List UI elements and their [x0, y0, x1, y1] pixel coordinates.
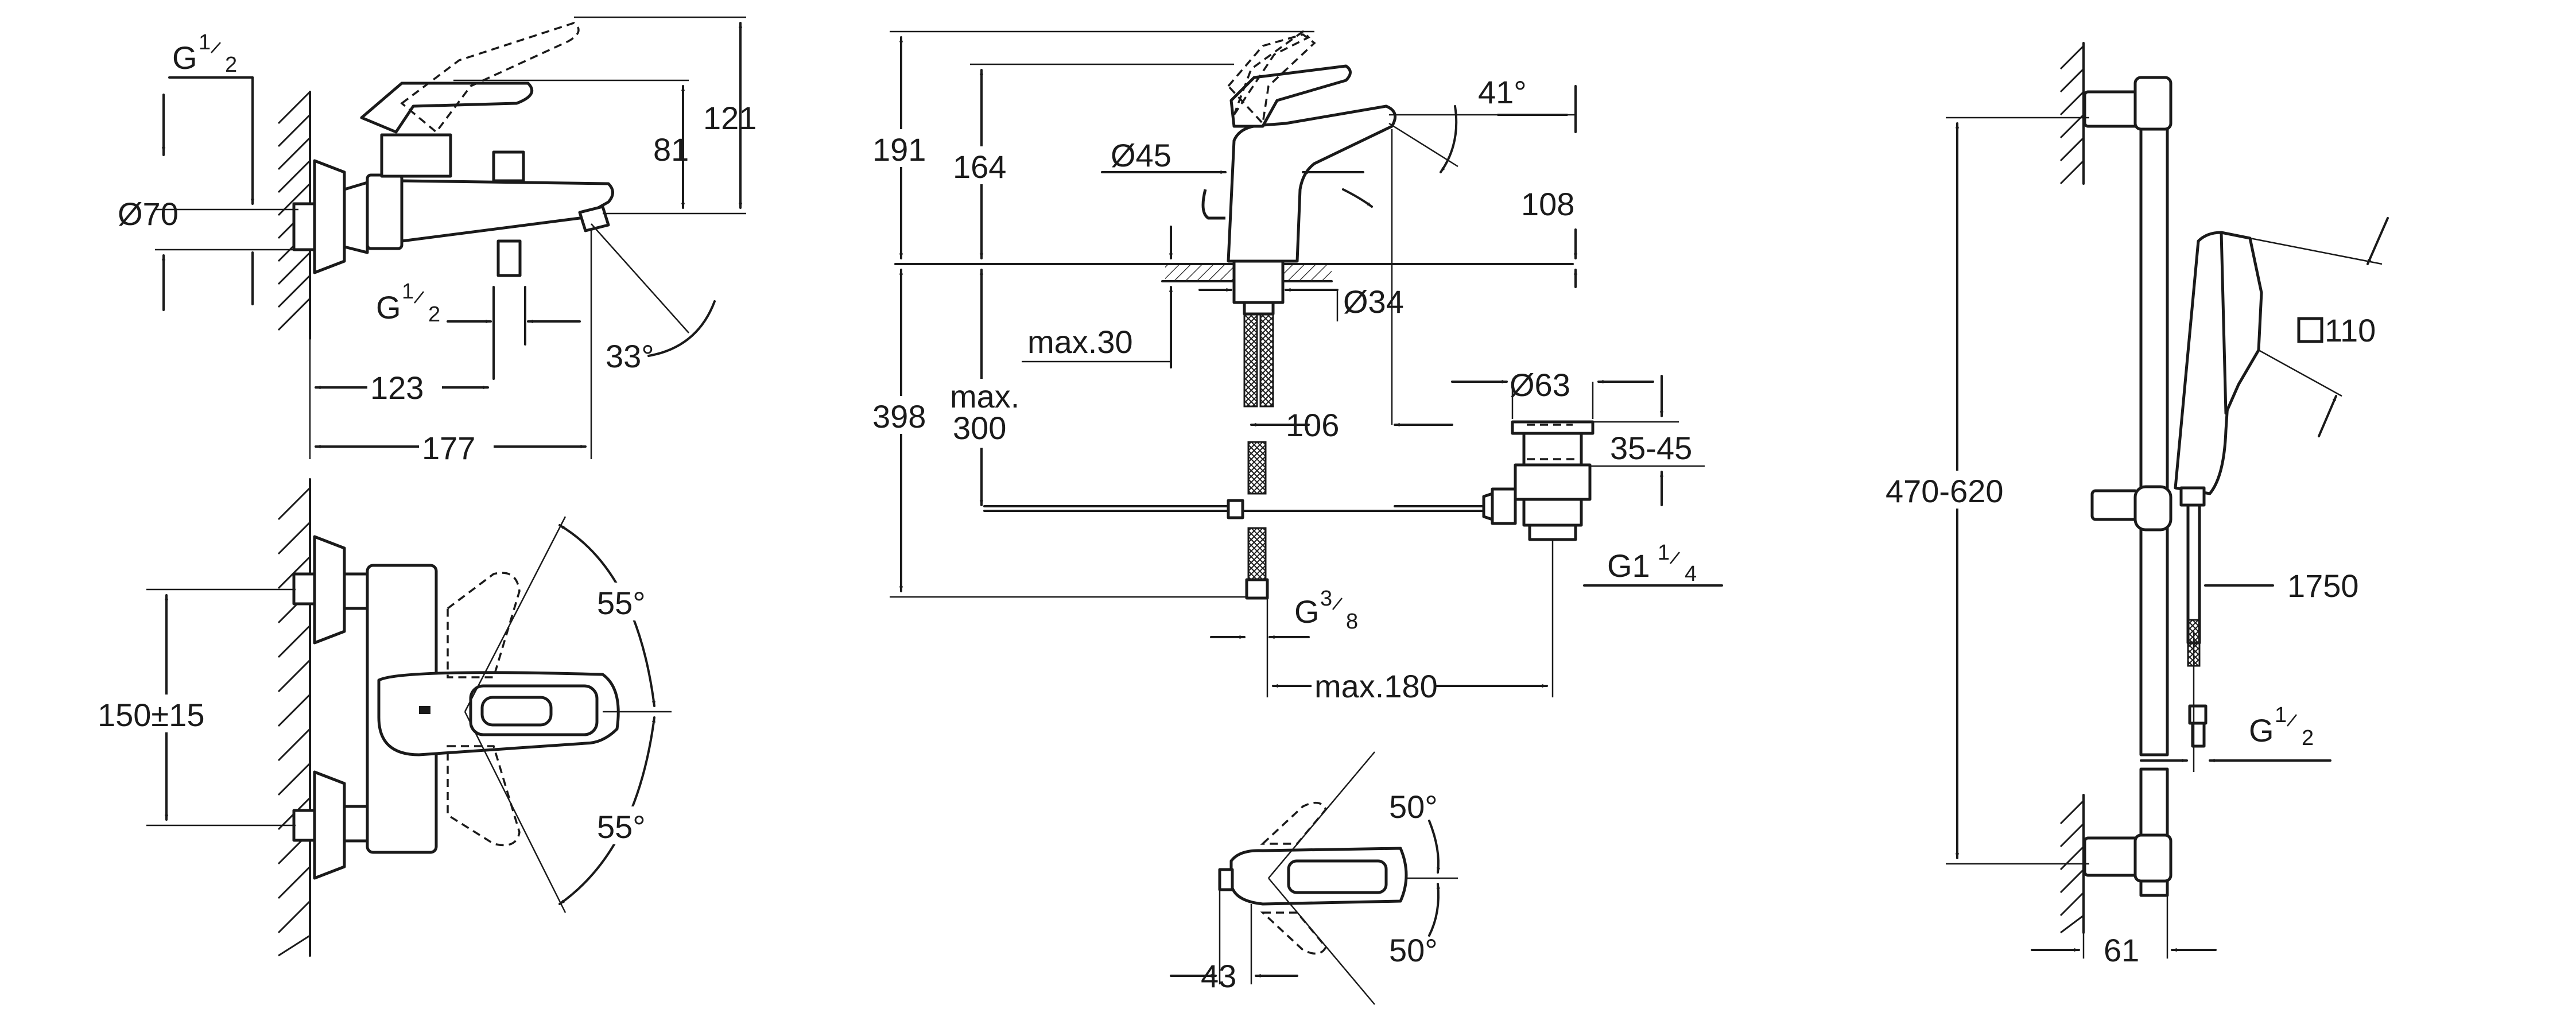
waste-offset-label: max.180 — [1314, 668, 1438, 704]
hose-bottom — [1247, 527, 1267, 584]
deck-thickness-label: max.30 — [1027, 324, 1133, 360]
depth-inlet-label: 123 — [370, 370, 424, 406]
lever-angle-label: 41° — [1478, 74, 1527, 110]
spout-diameter-label: Ø45 — [1111, 137, 1171, 173]
shower-rail-set: 110 470-620 1750 G 1 2 61 — [1883, 42, 2389, 968]
angle-right-label: 50° — [1389, 932, 1438, 968]
spout-angle-label: 33° — [606, 338, 654, 374]
thread-inlet-label: G — [376, 289, 401, 325]
thread-sup: 1 — [2275, 703, 2287, 727]
thread-top-label: G — [172, 40, 197, 76]
hose-thread-sub: 8 — [1346, 610, 1358, 634]
thread-inlet-sup: 1 — [402, 280, 414, 304]
lever-angle-down-label: 55° — [597, 809, 646, 845]
waste-diameter-label: Ø63 — [1510, 367, 1570, 403]
thread-inlet-sub: 2 — [428, 302, 440, 327]
bath-mixer-front-body — [292, 535, 620, 880]
waste-thread-sup: 1 — [1658, 541, 1670, 565]
waste-range-label: 35-45 — [1610, 430, 1692, 466]
rail-range-label: 470-620 — [1886, 473, 2004, 509]
waste-fitting — [1482, 420, 1595, 541]
below-deck-label: 398 — [872, 398, 926, 434]
lever-angle-up-label: 55° — [597, 585, 646, 621]
spout-reach-label: 106 — [1286, 407, 1339, 443]
wall-hatching-shower — [2059, 45, 2085, 934]
lever-length-label: 43 — [1201, 958, 1236, 994]
bath-mixer-side-view: G 1 2 Ø70 121 81 G 1 2 33° — [118, 16, 756, 466]
bath-mixer-front-view: 150±15 55° 55° — [92, 478, 672, 957]
bath-mixer-body — [292, 22, 614, 277]
height-spout-label: 164 — [953, 149, 1006, 185]
thread-label: G — [2249, 712, 2274, 748]
hose-left — [1243, 313, 1258, 408]
thread-top-sub: 2 — [225, 53, 237, 77]
thread-top-sup: 1 — [199, 30, 211, 55]
hose-thread-sup: 3 — [1320, 587, 1332, 611]
diameter-label: Ø70 — [118, 196, 179, 232]
basin-mixer-top-view: 50° 50° 43 — [1170, 751, 1458, 1005]
wall-hatching-front — [277, 487, 311, 957]
centres-label: 150±15 — [98, 697, 204, 733]
height-total-label: 191 — [872, 131, 926, 168]
waste-thread-label: G1 — [1607, 548, 1650, 584]
hose-length-line1: max. — [950, 378, 1019, 414]
angle-left-label: 50° — [1389, 789, 1438, 825]
rail-upper — [2139, 84, 2169, 756]
rail-depth-label: 61 — [2104, 932, 2139, 968]
slider — [2090, 489, 2140, 521]
square-icon — [2297, 317, 2323, 343]
head-size-label: 110 — [2325, 312, 2376, 348]
base-diameter-label: Ø34 — [1343, 284, 1404, 320]
thread-sub: 2 — [2302, 726, 2314, 750]
hose-length-line2: 300 — [953, 410, 1006, 446]
height-total-label: 121 — [703, 100, 756, 136]
waste-thread-sub: 4 — [1685, 562, 1697, 586]
deck-hatching-left — [1165, 265, 1234, 280]
hose-right — [1259, 313, 1274, 408]
depth-spout-label: 177 — [422, 430, 475, 466]
hose-thread-label: G — [1294, 593, 1320, 630]
hose-length-label: 1750 — [2287, 568, 2359, 604]
spout-height-label: 108 — [1521, 186, 1574, 222]
height-spout-label: 81 — [653, 131, 689, 168]
hose-lower — [1247, 441, 1267, 495]
basin-mixer-side-view: 191 164 Ø45 41° 108 Ø34 max.30 398 — [870, 30, 1723, 705]
